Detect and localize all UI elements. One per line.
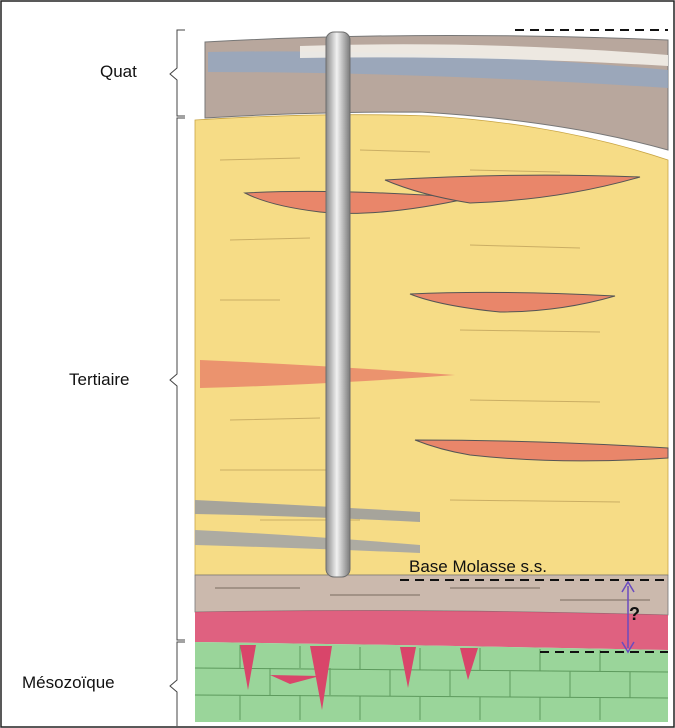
mesozoic-layer <box>195 642 668 722</box>
label-mesozoic: Mésozoïque <box>22 673 115 693</box>
label-base-molasse: Base Molasse s.s. <box>409 557 547 577</box>
label-uncertainty: ? <box>629 604 640 625</box>
label-quaternary: Quat <box>100 62 137 82</box>
borehole <box>326 32 350 577</box>
label-tertiary: Tertiaire <box>69 370 129 390</box>
